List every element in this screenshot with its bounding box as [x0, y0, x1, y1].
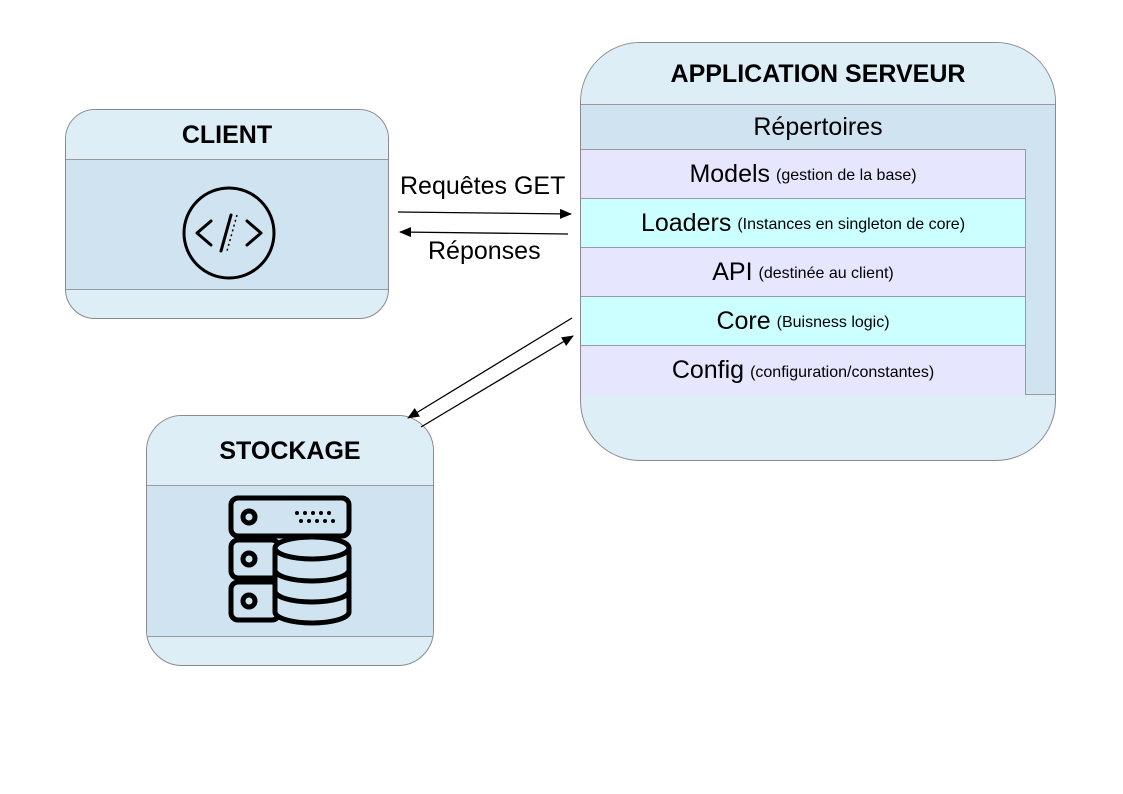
request-arrow [397, 208, 572, 219]
layer-desc: (gestion de la base) [776, 167, 917, 184]
layer-desc: (configuration/constantes) [750, 363, 935, 381]
client-box: CLIENT [65, 109, 389, 319]
storage-box: STOCKAGE [146, 415, 434, 666]
server-title: APPLICATION SERVEUR [581, 43, 1055, 105]
layer-desc: (Instances en singleton de core) [737, 216, 966, 233]
server-box: APPLICATION SERVEUR Répertoires Models (… [580, 42, 1056, 461]
layer-name: Config [671, 356, 745, 384]
layer-desc: (destinée au client) [758, 265, 894, 282]
layer-loaders: Loaders (Instances en singleton de core) [581, 199, 1025, 248]
client-title: CLIENT [66, 110, 388, 160]
response-arrow [399, 227, 569, 238]
storage-to-server-arrow [420, 335, 574, 428]
server-body: Répertoires Models (gestion de la base) … [581, 104, 1055, 395]
layer-name: API [712, 257, 753, 286]
response-label: Réponses [428, 237, 541, 265]
database-server-icon [228, 495, 352, 626]
layer-name: Core [716, 306, 771, 335]
layer-desc: (Buisness logic) [776, 314, 890, 331]
storage-title: STOCKAGE [147, 416, 433, 486]
layer-config: Config (configuration/constantes) [581, 346, 1025, 395]
layer-api: API (destinée au client) [581, 248, 1025, 297]
code-icon [182, 186, 276, 280]
layer-core: Core (Buisness logic) [581, 297, 1025, 346]
layer-name: Models [689, 159, 771, 188]
layer-models: Models (gestion de la base) [581, 150, 1025, 199]
repertoires-label: Répertoires [753, 112, 883, 141]
client-body [66, 159, 388, 290]
layer-stack: Models (gestion de la base) Loaders (Ins… [581, 149, 1026, 395]
request-label: Requêtes GET [400, 172, 566, 200]
layer-name: Loaders [640, 208, 732, 237]
storage-body [147, 485, 433, 637]
server-to-storage-arrow [407, 317, 573, 419]
